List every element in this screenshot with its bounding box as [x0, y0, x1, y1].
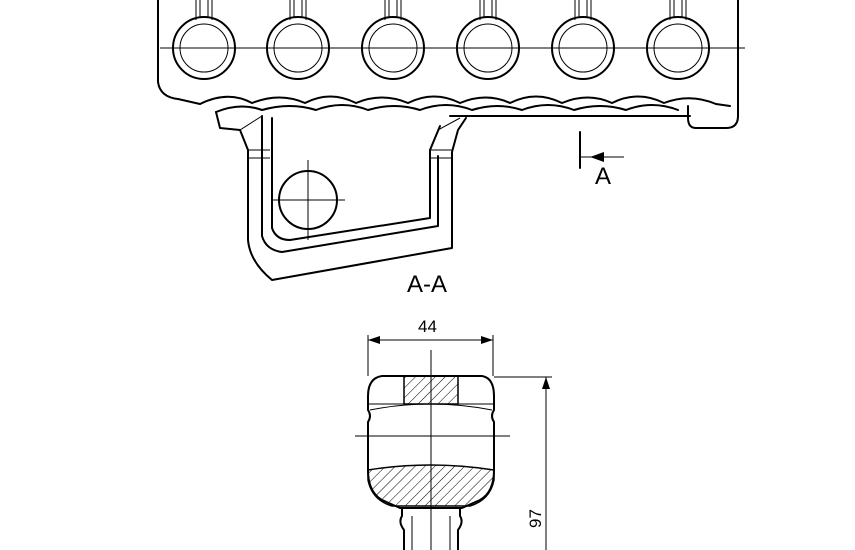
- section-title: A-A: [407, 271, 447, 298]
- width-dimension: 44: [367, 317, 494, 376]
- width-dimension-value: 44: [418, 317, 437, 336]
- clamp-body-wavy-edge: [199, 95, 717, 105]
- clamp-corner-line: [715, 103, 731, 107]
- clamp-body-left-edge: [157, 0, 201, 105]
- bolt-hole-6: [646, 0, 710, 80]
- clamp-body-inner-wave: [215, 104, 679, 113]
- u-bracket: [215, 111, 467, 281]
- height-dimension-value: 97: [526, 509, 545, 528]
- clamp-body-right-edge: [687, 0, 739, 129]
- bolt-hole-3: [361, 0, 425, 80]
- section-marker-label: A: [595, 163, 611, 190]
- section-body-outline: [367, 375, 495, 509]
- clamp-front-view: A: [157, 0, 745, 281]
- section-marker: A: [579, 131, 624, 190]
- section-view: 44 97: [355, 317, 552, 550]
- bolt-hole-4: [456, 0, 520, 80]
- bolt-hole-2: [266, 0, 330, 80]
- bolt-hole-5: [551, 0, 615, 80]
- section-stem: [399, 507, 463, 550]
- bolt-holes: [172, 0, 710, 80]
- bolt-hole-1: [172, 0, 236, 80]
- height-dimension: 97: [494, 376, 552, 550]
